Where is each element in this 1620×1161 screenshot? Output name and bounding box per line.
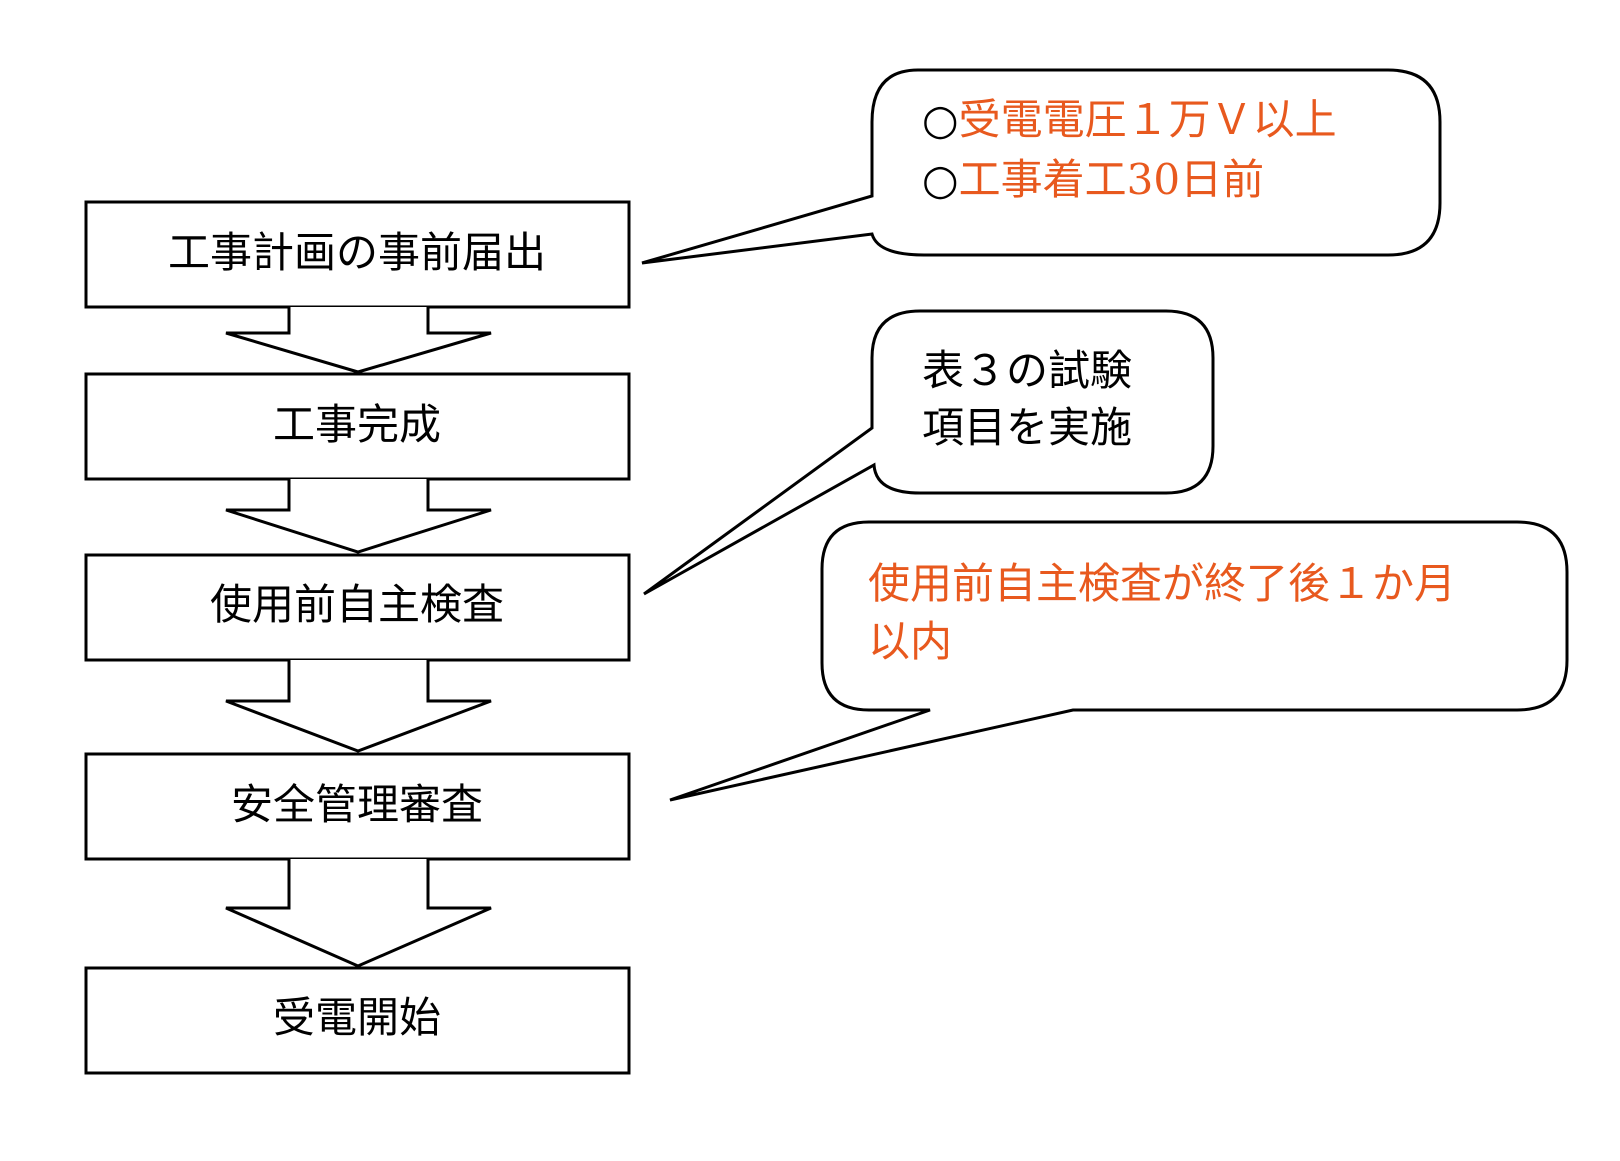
callout-1-bubble [641, 68, 1442, 265]
callout-2-line-2: 項目を実施 [922, 403, 1132, 452]
flow-step-4-label: 安全管理審査 [231, 780, 483, 829]
bullet-1: ○ [922, 95, 959, 144]
flow-step-3: 使用前自主検査 [84, 553, 631, 662]
callout-1-line-1: ○受電電圧１万Ｖ以上 [922, 95, 1337, 144]
callout-1: ○受電電圧１万Ｖ以上 ○工事着工30日前 [641, 68, 1442, 265]
flow-step-1: 工事計画の事前届出 [84, 200, 631, 309]
flow-step-2: 工事完成 [84, 372, 631, 481]
down-arrow-2 [225, 479, 492, 554]
callout-3-line-1: 使用前自主検査が終了後１か月 [868, 559, 1456, 608]
callout-1-text-1: 受電電圧１万Ｖ以上 [959, 95, 1337, 144]
flow-step-5-label: 受電開始 [273, 993, 441, 1042]
callout-1-text-2: 工事着工30日前 [959, 155, 1264, 204]
callout-2: 表３の試験 項目を実施 [643, 309, 1215, 596]
flow-step-5: 受電開始 [84, 966, 631, 1075]
flow-step-2-label: 工事完成 [273, 400, 441, 449]
callout-3: 使用前自主検査が終了後１か月 以内 [669, 520, 1569, 802]
callout-2-bubble [643, 309, 1215, 596]
flow-step-3-label: 使用前自主検査 [210, 580, 504, 629]
callout-2-line-1: 表３の試験 [922, 346, 1132, 395]
callout-3-bubble [669, 520, 1569, 802]
down-arrow-3 [225, 660, 492, 753]
flow-step-4: 安全管理審査 [84, 752, 631, 861]
down-arrow-4 [225, 859, 492, 968]
bullet-2: ○ [922, 155, 959, 204]
flow-step-1-label: 工事計画の事前届出 [168, 228, 546, 277]
callout-3-line-2: 以内 [868, 617, 952, 666]
callout-1-line-2: ○工事着工30日前 [922, 155, 1264, 204]
down-arrow-1 [225, 307, 492, 374]
